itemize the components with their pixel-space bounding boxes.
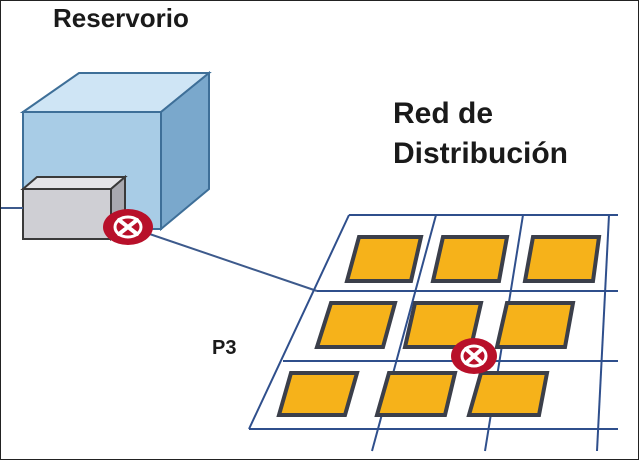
pump-top-face bbox=[20, 176, 128, 190]
valve-cross-icon-ring bbox=[460, 344, 488, 368]
valve-cross-icon-stroke-b bbox=[117, 218, 139, 236]
block-r3c1 bbox=[276, 371, 360, 417]
network-label-line1: Red de bbox=[393, 97, 494, 130]
grid-line-v4 bbox=[596, 214, 610, 452]
valve-cross-icon bbox=[103, 209, 153, 245]
valve-cross-icon-ring bbox=[113, 215, 143, 239]
block-r2c3 bbox=[494, 301, 576, 349]
block-r1c3 bbox=[522, 235, 602, 283]
block-r1c2 bbox=[430, 235, 510, 283]
block-r2c1 bbox=[314, 301, 398, 349]
pump-front-face bbox=[22, 188, 112, 240]
block-r1c1 bbox=[344, 235, 424, 283]
valve-cross-icon bbox=[451, 338, 497, 374]
reservoir-label: Reservorio bbox=[53, 3, 189, 33]
network-label-line2: Distribución bbox=[393, 137, 569, 170]
block-r3c2 bbox=[374, 371, 458, 417]
block-r3c3 bbox=[466, 371, 550, 417]
grid-line-v1 bbox=[248, 214, 350, 430]
supply-pipe bbox=[128, 226, 318, 292]
city-blocks bbox=[276, 235, 602, 417]
point-p3-label: P3 bbox=[212, 337, 237, 359]
valve-cross-icon-stroke-b bbox=[464, 347, 484, 365]
